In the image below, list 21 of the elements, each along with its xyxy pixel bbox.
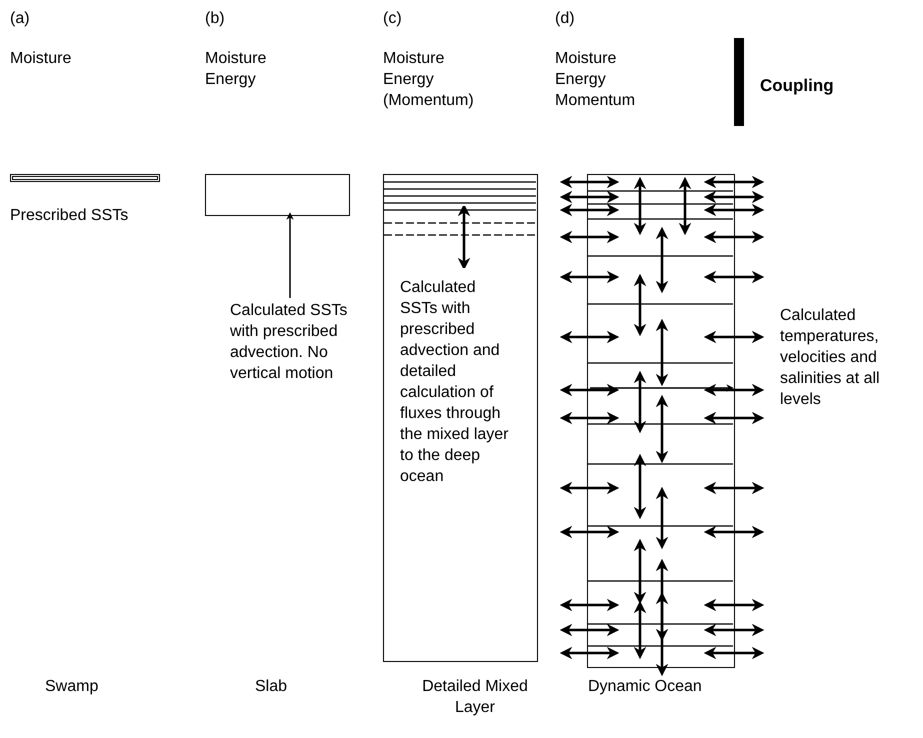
arrow [286, 212, 294, 298]
mixed-layer-column [383, 174, 538, 662]
model-name: Dynamic Ocean [588, 677, 703, 697]
model-name: Detailed Mixed Layer [421, 677, 529, 718]
description-text: Prescribed SSTs [10, 206, 130, 226]
coupling-variables: Moisture [10, 49, 72, 69]
description-text: Calculated SSTs with prescribed advection. No vertical motion [230, 301, 348, 384]
description-text: Calculated SSTs with prescribed advection and detailed calculation of fluxes through the mixed layer to the deep ocean [400, 278, 510, 487]
coupling-variables: Moisture Energy Momentum [555, 49, 636, 111]
panel-letter: (c) [383, 9, 403, 29]
coupling-heading: Coupling [760, 75, 835, 96]
panel-letter: (d) [555, 9, 576, 29]
model-name: Slab [255, 677, 288, 697]
model-name: Swamp [45, 677, 100, 697]
description-text: Calculated temperatures, velocities and salinities at all levels [780, 306, 880, 410]
coupling-variables: Moisture Energy [205, 49, 268, 90]
panel-letter: (b) [205, 9, 226, 29]
panel-letter: (a) [10, 9, 31, 29]
swamp-layer-bar [10, 174, 160, 182]
slab-box [205, 174, 350, 216]
coupling-variables: Moisture Energy (Momentum) [383, 49, 475, 111]
